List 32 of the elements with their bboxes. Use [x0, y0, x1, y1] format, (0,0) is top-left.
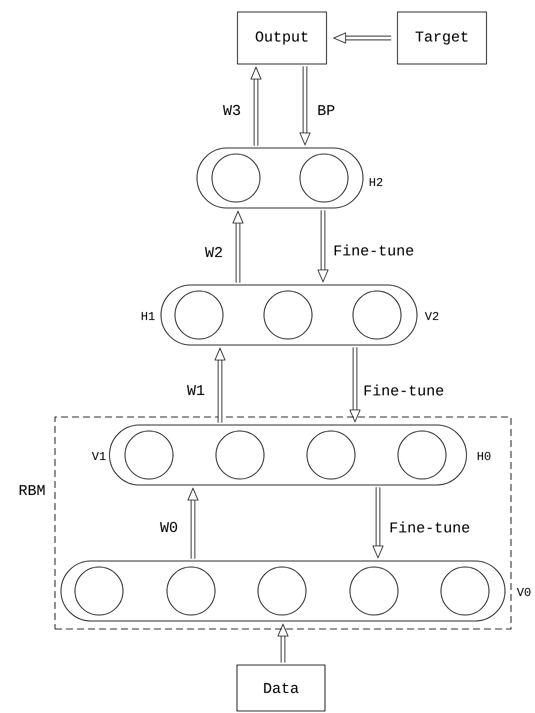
layer-label: V2 — [424, 312, 438, 320]
neuron-circle — [306, 430, 356, 480]
edge-label: BP — [318, 105, 334, 115]
layer-label: V1 — [92, 452, 106, 460]
edge-label: W3 — [223, 104, 240, 116]
neuron-circle — [352, 290, 402, 340]
edge-label: W0 — [160, 522, 178, 532]
layer-label: H1 — [142, 312, 155, 320]
neuron-circle — [212, 154, 260, 202]
process-box: Data — [236, 664, 326, 712]
neuron-circle — [264, 290, 312, 340]
layer-label: H2 — [370, 178, 382, 186]
edge-label: Fine-tune — [334, 244, 414, 256]
neuron-circle — [74, 566, 124, 616]
neuron-circle — [258, 566, 306, 616]
edge-label: W1 — [187, 385, 204, 395]
edge-label: Fine-tune — [390, 522, 470, 532]
layer-label: H0 — [478, 452, 490, 460]
layer-label: V0 — [516, 588, 530, 596]
neuron-circle — [440, 566, 490, 616]
neuron-circle — [300, 154, 348, 202]
edge-label: W2 — [205, 247, 222, 258]
process-box: Output — [237, 12, 327, 64]
neuron-circle — [124, 430, 174, 480]
edge-label: Fine-tune — [364, 384, 444, 396]
neuron-circle — [174, 290, 224, 340]
process-box: Target — [397, 12, 487, 64]
neuron-circle — [350, 566, 398, 616]
group-label: RBM — [20, 485, 45, 495]
neuron-circle — [216, 430, 264, 480]
neuron-circle — [398, 430, 446, 480]
neuron-circle — [166, 566, 216, 616]
